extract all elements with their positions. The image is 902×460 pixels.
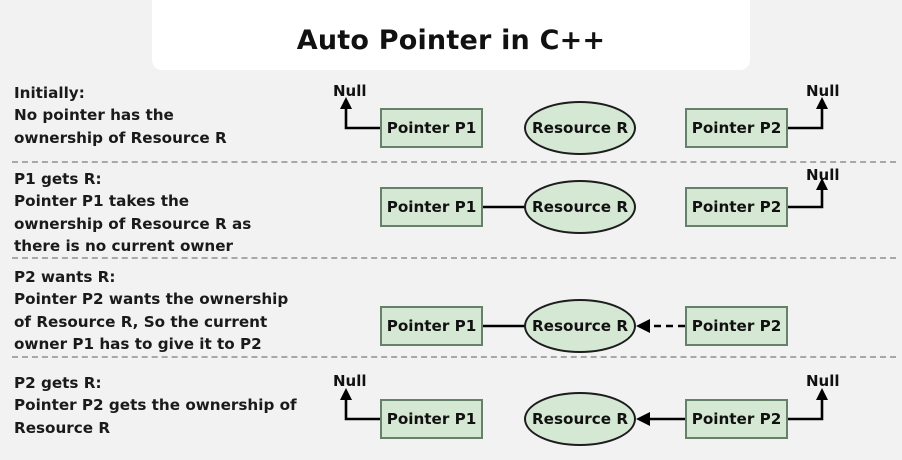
row-p2-gets-r-p1-null-arrow: [344, 398, 380, 421]
page-title: Auto Pointer in C++: [296, 25, 606, 56]
row-p2-wants-r: P2 wants R: Pointer P2 wants the ownersh…: [0, 266, 902, 355]
row-p2-gets-r-null-left-label: Null: [333, 372, 367, 390]
row-initially-null-right-label: Null: [806, 82, 840, 100]
row-p2-wants-r-line-4: owner P1 has to give it to P2: [14, 335, 262, 354]
row-initially-p1-null-arrow: [344, 107, 380, 130]
row-p2-wants-r-pointer-p1: Pointer P1: [380, 306, 483, 346]
row-p2-gets-r: P2 gets R: Pointer P2 gets the ownership…: [0, 372, 902, 460]
row-p2-gets-r-line-1: P2 gets R:: [14, 374, 102, 392]
row-initially-resource-r: Resource R: [524, 101, 636, 155]
row-p2-gets-r-pointer-p2: Pointer P2: [685, 399, 788, 439]
row-p1-gets-r-description: P1 gets R: Pointer P1 takes the ownershi…: [14, 168, 334, 257]
row-p2-gets-r-p2-null-arrow: [788, 398, 824, 421]
row-p1-gets-r-line-4: there is no current owner: [14, 237, 234, 256]
row-p2-wants-r-line-2: Pointer P2 wants the ownership: [14, 290, 289, 309]
row-p1-gets-r-pointer-p1: Pointer P1: [380, 187, 483, 227]
divider-2: [12, 257, 896, 259]
row-p2-gets-r-null-right-label: Null: [806, 372, 840, 390]
row-p2-gets-r-p2-to-resource-arrowhead: [636, 412, 650, 426]
row-initially-null-left-label: Null: [333, 82, 367, 100]
row-p1-gets-r-pointer-p2: Pointer P2: [685, 187, 788, 227]
row-p2-wants-r-description: P2 wants R: Pointer P2 wants the ownersh…: [14, 266, 334, 355]
row-initially-pointer-p1: Pointer P1: [380, 108, 483, 148]
row-p2-gets-r-line-2: Pointer P2 gets the ownership of: [14, 396, 297, 415]
row-p2-gets-r-description: P2 gets R: Pointer P2 gets the ownership…: [14, 372, 334, 439]
row-p2-gets-r-pointer-p1: Pointer P1: [380, 399, 483, 439]
row-p2-gets-r-resource-r: Resource R: [524, 392, 636, 446]
row-p1-gets-r-null-right-label: Null: [806, 166, 840, 184]
row-initially: Initially: No pointer has the ownership …: [0, 82, 902, 157]
row-p2-wants-r-p2-to-resource-arrowhead: [636, 319, 650, 333]
divider-1: [12, 161, 896, 163]
row-initially-line-1: Initially:: [14, 84, 85, 102]
row-p2-wants-r-pointer-p2: Pointer P2: [685, 306, 788, 346]
row-p1-gets-r: P1 gets R: Pointer P1 takes the ownershi…: [0, 166, 902, 257]
row-p2-wants-r-resource-r: Resource R: [524, 299, 636, 353]
row-initially-pointer-p2: Pointer P2: [685, 108, 788, 148]
row-p1-gets-r-line-2: Pointer P1 takes the: [14, 192, 190, 211]
row-p1-gets-r-line-3: ownership of Resource R as: [14, 214, 252, 233]
row-initially-description: Initially: No pointer has the ownership …: [14, 82, 334, 149]
title-panel: Auto Pointer in C++: [152, 0, 750, 70]
row-p1-gets-r-line-1: P1 gets R:: [14, 170, 102, 188]
row-initially-line-2: No pointer has the: [14, 106, 174, 125]
row-initially-line-3: ownership of Resource R: [14, 128, 227, 147]
row-p1-gets-r-resource-r: Resource R: [524, 180, 636, 234]
row-p2-gets-r-line-3: Resource R: [14, 418, 111, 437]
row-p1-gets-r-p2-null-arrow: [788, 188, 824, 209]
row-p2-wants-r-line-1: P2 wants R:: [14, 268, 116, 286]
divider-3: [12, 356, 896, 358]
row-p2-wants-r-line-3: of Resource R, So the current: [14, 312, 268, 331]
row-initially-p2-null-arrow: [788, 107, 824, 130]
